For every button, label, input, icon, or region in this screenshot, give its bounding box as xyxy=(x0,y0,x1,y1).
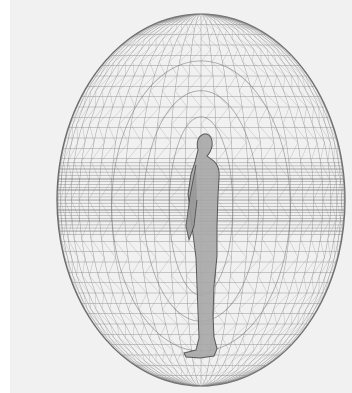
image-frame xyxy=(10,0,352,393)
human-figure-body xyxy=(184,134,219,358)
wireframe-ellipsoid-illustration xyxy=(10,0,352,393)
human-figure xyxy=(184,134,219,358)
